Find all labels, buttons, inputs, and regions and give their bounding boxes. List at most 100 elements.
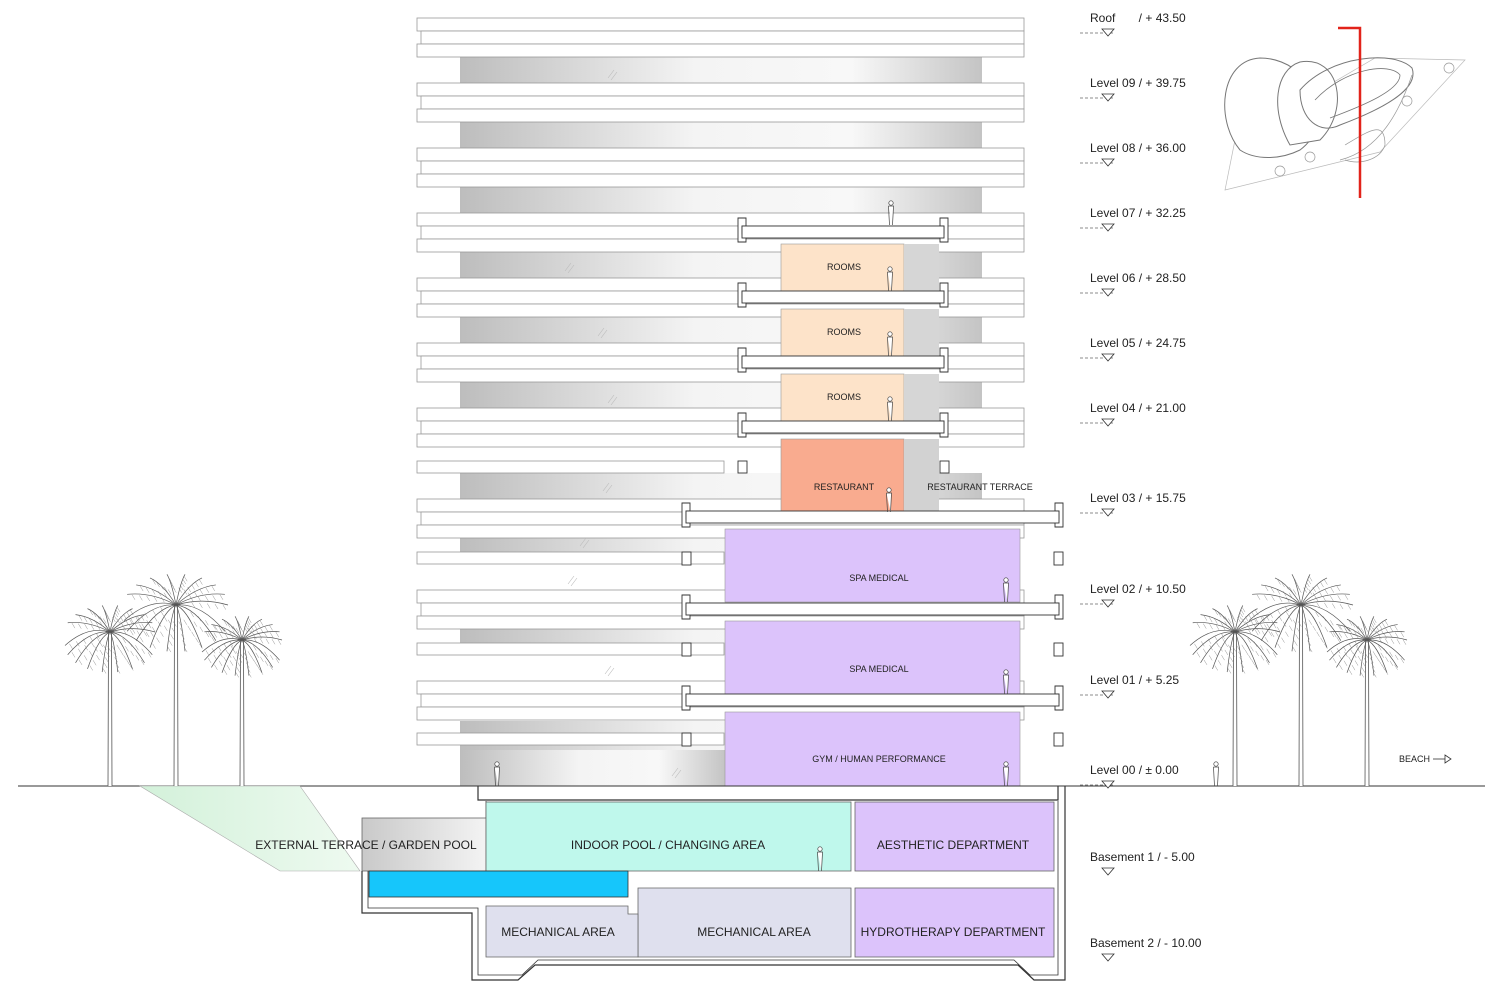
slab-short (416, 551, 725, 565)
person-figure (1003, 669, 1009, 695)
level-triangle-icon (1101, 93, 1115, 102)
slab-upper (416, 212, 1025, 227)
spa-medical-level-01 (724, 620, 1021, 695)
level-label: Basement 1 / - 5.00 (1090, 850, 1195, 864)
slab-short (416, 460, 725, 474)
slab-section (685, 693, 1060, 707)
key-plan (1224, 26, 1466, 198)
level-marker: Basement 1 / - 5.00 (1090, 850, 1195, 876)
label-restaurant-terrace: RESTAURANT TERRACE (927, 482, 1033, 492)
slab-base (416, 173, 1025, 188)
slab-section (741, 290, 945, 304)
person-figure (887, 266, 893, 292)
level-label: Roof / + 43.50 (1090, 11, 1186, 25)
level-triangle-icon (1101, 780, 1115, 789)
level-triangle-icon (1101, 867, 1115, 876)
mechanical-area-right (637, 887, 852, 958)
level-triangle-icon (1101, 223, 1115, 232)
level-triangle-icon (1101, 599, 1115, 608)
level-label: Level 00 / ± 0.00 (1090, 763, 1179, 777)
spa-medical-level-02 (724, 528, 1021, 603)
slab-section (685, 510, 1060, 524)
garden-pool-edge (361, 817, 487, 872)
level-marker: Basement 2 / - 10.00 (1090, 936, 1202, 962)
level-marker: Level 05 / + 24.75 (1080, 336, 1186, 362)
hotel-block-slabs (737, 217, 950, 474)
beach-label: BEACH (1399, 754, 1430, 764)
level-marker: Level 08 / + 36.00 (1080, 141, 1186, 167)
site-boundary (1224, 57, 1466, 191)
level-marker: Level 09 / + 39.75 (1080, 76, 1186, 102)
slab-upper (416, 82, 1025, 97)
level-marker: Level 02 / + 10.50 (1080, 582, 1186, 608)
hotel-block (737, 217, 950, 513)
level-triangle-icon (1101, 288, 1115, 297)
slab-short (416, 642, 725, 656)
label-rooms-05: ROOMS (827, 327, 861, 337)
person-figure (494, 761, 500, 787)
slab-upper (416, 147, 1025, 162)
palm-tree (201, 616, 283, 787)
person-figure (887, 331, 893, 357)
beach-marker: BEACH (1399, 754, 1452, 764)
beach-arrow-icon (1444, 754, 1452, 764)
level-label: Level 05 / + 24.75 (1090, 336, 1186, 350)
level-marker: Level 07 / + 32.25 (1080, 206, 1186, 232)
label-mechanical-2: MECHANICAL AREA (697, 925, 811, 939)
label-indoor-pool: INDOOR POOL / CHANGING AREA (571, 838, 765, 852)
mechanical-area-left (485, 905, 639, 958)
level-marker: Level 01 / + 5.25 (1080, 673, 1179, 699)
hydrotherapy-department (854, 887, 1055, 958)
external-terrace (138, 785, 361, 872)
podium-slabs (681, 502, 1064, 747)
label-rooms-04: ROOMS (827, 392, 861, 402)
level-label: Level 06 / + 28.50 (1090, 271, 1186, 285)
slab-base (416, 108, 1025, 123)
level-label: Level 01 / + 5.25 (1090, 673, 1179, 687)
podium-block (681, 502, 1064, 787)
person-figure (886, 487, 892, 513)
palm-tree (123, 574, 229, 787)
label-mechanical-1: MECHANICAL AREA (501, 925, 615, 939)
level-triangle-icon (1101, 508, 1115, 517)
glass-band (460, 57, 982, 83)
level-marker: Level 00 / ± 0.00 (1080, 763, 1179, 789)
slab-lower (420, 30, 1025, 45)
human-figures (494, 200, 1219, 872)
level-triangle-icon (1101, 28, 1115, 37)
basement (138, 785, 1066, 981)
slab-short (416, 732, 725, 746)
slab-section (741, 420, 945, 434)
label-spa-02: SPA MEDICAL (849, 573, 908, 583)
rooms-level-06 (780, 243, 905, 292)
level-label: Level 07 / + 32.25 (1090, 206, 1186, 220)
slab-section (685, 602, 1060, 616)
level-triangle-icon (1101, 418, 1115, 427)
building-outline-2 (1277, 60, 1338, 146)
label-hydrotherapy: HYDROTHERAPY DEPARTMENT (861, 925, 1046, 939)
person-figure (887, 396, 893, 422)
restaurant-terrace-glass (904, 439, 939, 512)
level-marker: Level 04 / + 21.00 (1080, 401, 1186, 427)
section-cut-line (1338, 26, 1362, 198)
level-marker: Level 06 / + 28.50 (1080, 271, 1186, 297)
indoor-pool-changing-area (485, 801, 852, 872)
slab-lower (420, 95, 1025, 110)
palm-tree (1248, 574, 1354, 787)
gym-human-performance (724, 711, 1021, 787)
glass-band (460, 122, 982, 148)
label-rooms-06: ROOMS (827, 262, 861, 272)
room-labels: ROOMS ROOMS ROOMS RESTAURANT RESTAURANT … (255, 262, 1046, 939)
rooms-level-04 (780, 373, 905, 422)
foundation-outline (361, 786, 1066, 981)
person-figure (1213, 761, 1219, 787)
level-triangle-icon (1101, 953, 1115, 962)
slab-section (741, 225, 945, 239)
level-label: Level 03 / + 15.75 (1090, 491, 1186, 505)
person-figure (1003, 577, 1009, 603)
person-figure (1003, 761, 1009, 787)
palm-tree (1326, 616, 1408, 787)
person-figure (888, 200, 894, 226)
